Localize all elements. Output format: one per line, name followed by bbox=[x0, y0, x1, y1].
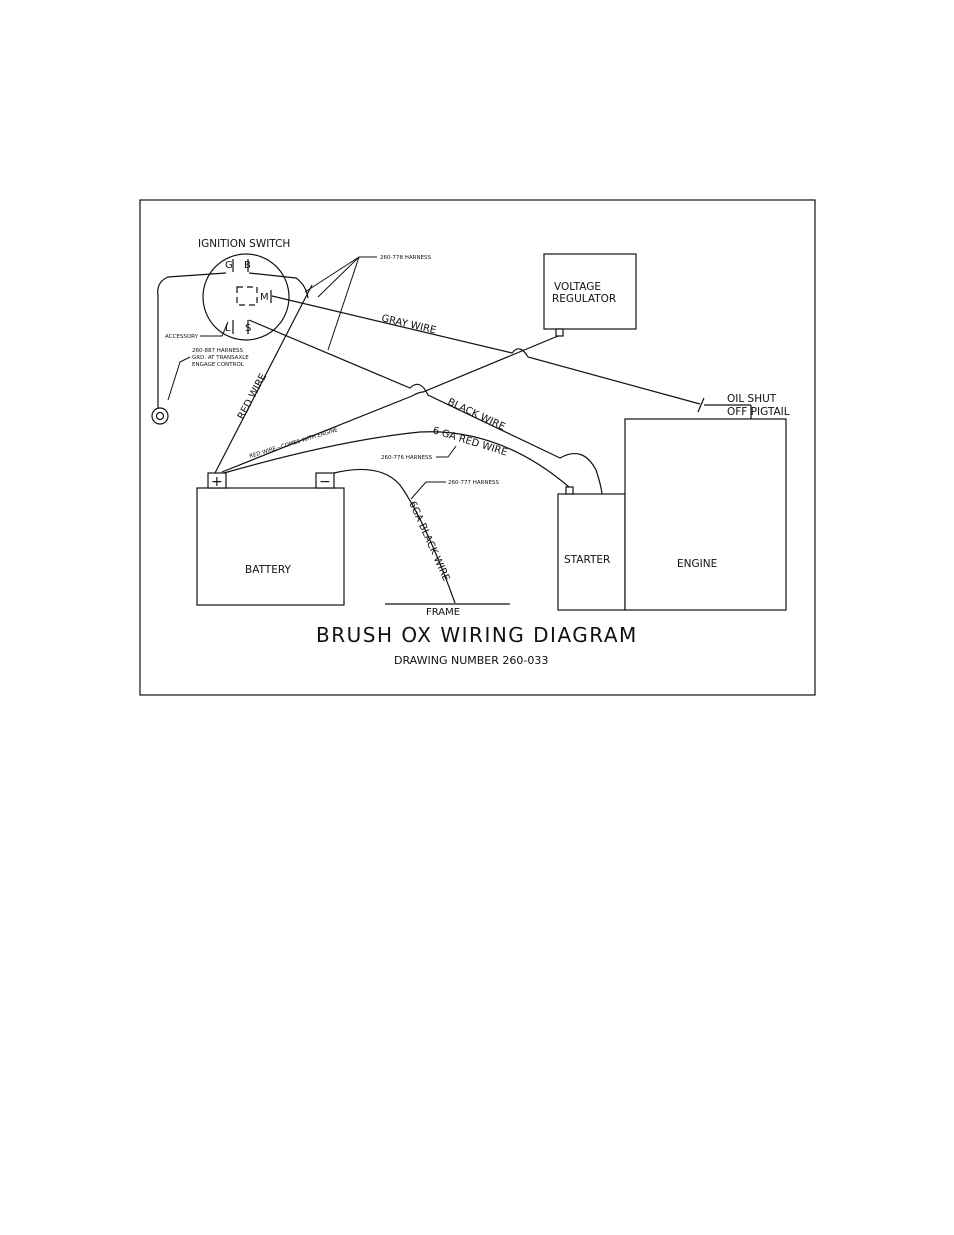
black-wire bbox=[248, 319, 603, 495]
harness-776-label: 260-776 HARNESS bbox=[381, 455, 433, 461]
ground-wire bbox=[157, 272, 227, 408]
b-terminal-wire bbox=[248, 272, 309, 299]
terminal-g-label: G bbox=[225, 260, 233, 271]
six-ga-red-wire bbox=[223, 431, 570, 488]
starter: STARTER bbox=[557, 486, 626, 611]
ignition-switch: IGNITION SWITCH G B M L S ACCESSORY bbox=[165, 238, 290, 341]
battery: + − BATTERY bbox=[196, 472, 345, 606]
battery-negative-terminal bbox=[315, 472, 335, 489]
terminal-l-label: L bbox=[225, 323, 231, 334]
engine-label: ENGINE bbox=[677, 558, 717, 570]
harness-778-label: 260-778 HARNESS bbox=[380, 255, 432, 261]
battery-label: BATTERY bbox=[245, 564, 291, 576]
voltage-regulator: VOLTAGE REGULATOR bbox=[543, 253, 637, 337]
ignition-switch-body bbox=[202, 253, 290, 341]
ignition-switch-label: IGNITION SWITCH bbox=[198, 238, 290, 250]
terminal-m-label: M bbox=[260, 292, 269, 303]
voltage-regulator-line2: REGULATOR bbox=[552, 293, 616, 305]
engine: ENGINE bbox=[624, 418, 787, 611]
gray-wire bbox=[271, 295, 701, 405]
harness-887-line3: ENGAGE CONTROL bbox=[192, 362, 245, 368]
frame: FRAME bbox=[385, 603, 510, 618]
diagram-title: BRUSH OX WIRING DIAGRAM bbox=[316, 623, 638, 647]
accessory-label: ACCESSORY bbox=[165, 334, 199, 340]
red-wire bbox=[214, 284, 313, 474]
oil-shut-off-line2: OFF PIGTAIL bbox=[727, 406, 790, 418]
oil-shut-off-pigtail: OIL SHUT OFF PIGTAIL bbox=[697, 393, 790, 419]
battery-positive-symbol: + bbox=[211, 474, 223, 490]
battery-negative-symbol: − bbox=[319, 474, 331, 490]
frame-label: FRAME bbox=[426, 607, 460, 618]
battery-positive-terminal bbox=[207, 472, 227, 489]
harness-887-line2: GRD. AT TRANSAXLE bbox=[192, 355, 249, 361]
drawing-number: DRAWING NUMBER 260-033 bbox=[394, 654, 548, 667]
red-wire-engine bbox=[221, 335, 559, 473]
harness-777-label: 260-777 HARNESS bbox=[448, 480, 500, 486]
six-ga-black-wire bbox=[333, 468, 456, 604]
key-slot-icon bbox=[236, 286, 258, 306]
ground-terminal-icon bbox=[151, 407, 169, 425]
voltage-regulator-line1: VOLTAGE bbox=[554, 281, 601, 293]
harness-887-line1: 260-887 HARNESS bbox=[192, 348, 244, 354]
oil-shut-off-line1: OIL SHUT bbox=[727, 393, 777, 405]
starter-label: STARTER bbox=[564, 554, 610, 566]
